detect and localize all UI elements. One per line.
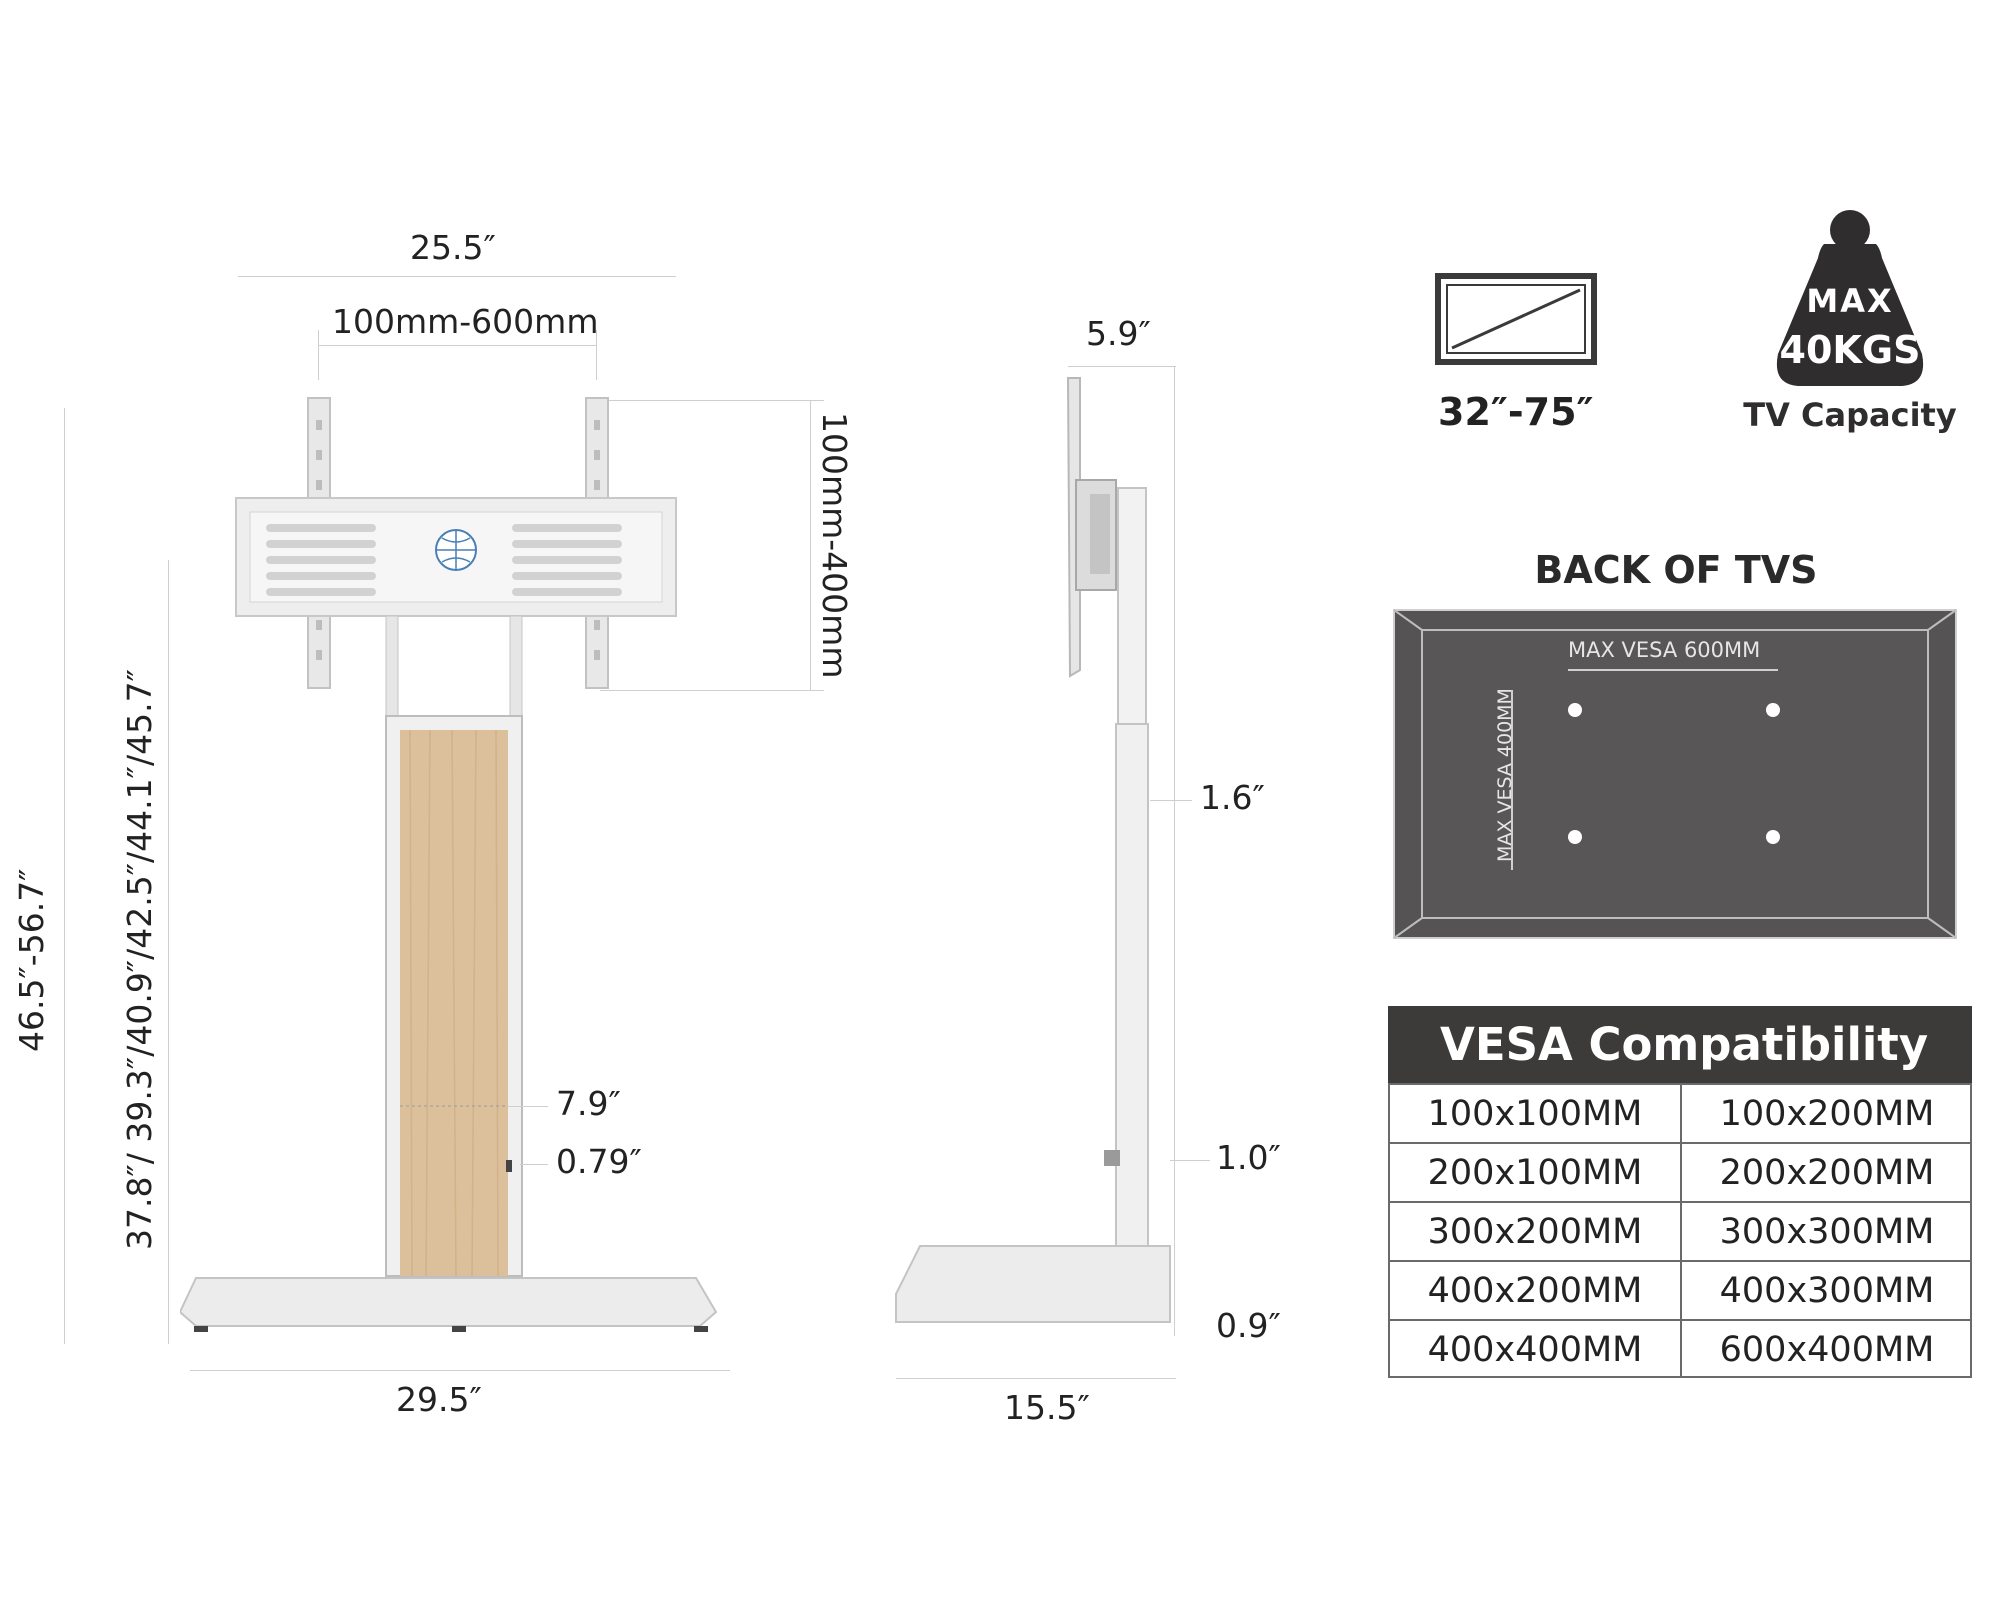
pole-dim-label: 1.6″ bbox=[1200, 778, 1265, 817]
vesa-cell: 600x400MM bbox=[1719, 1330, 1935, 1370]
vesa-cell: 300x200MM bbox=[1390, 1203, 1680, 1262]
vesa-vertical-line bbox=[810, 400, 811, 690]
capacity-label: TV Capacity bbox=[1743, 396, 1957, 434]
vesa-hole-bottom-left bbox=[1568, 830, 1582, 844]
bracket-depth-label: 5.9″ bbox=[1086, 314, 1151, 353]
base-depth-line bbox=[896, 1378, 1176, 1379]
tv-screen-icon bbox=[1435, 273, 1597, 365]
side-stand-drawing bbox=[895, 377, 1171, 1323]
vesa-horizontal-label: 100mm-600mm bbox=[332, 302, 599, 341]
vesa-cell: 100x100MM bbox=[1390, 1085, 1680, 1144]
vesa-cell: 400x400MM bbox=[1427, 1330, 1643, 1370]
vesa-horizontal-line bbox=[318, 345, 596, 346]
base-depth-label: 15.5″ bbox=[1004, 1388, 1090, 1427]
side-bracket bbox=[1066, 377, 1081, 678]
weight-icon bbox=[1776, 210, 1924, 386]
vesa-cell: 300x300MM bbox=[1682, 1203, 1972, 1262]
screen-size-label: 32″-75″ bbox=[1438, 390, 1594, 434]
vesa-vertical-label: 100mm-400mm bbox=[815, 412, 854, 679]
total-height-label: 46.5″-56.7″ bbox=[12, 868, 51, 1052]
vesa-compatibility-title: VESA Compatibility bbox=[1388, 1006, 1972, 1083]
tv-back-panel bbox=[1393, 609, 1957, 939]
vesa-cell: 200x200MM bbox=[1682, 1144, 1972, 1203]
max-vesa-vertical: MAX VESA 400MM bbox=[1494, 688, 1516, 862]
front-stand-drawing bbox=[180, 397, 718, 1332]
column-heights-line bbox=[168, 560, 169, 1344]
lower-dim-label: 1.0″ bbox=[1216, 1138, 1281, 1177]
vesa-cell: 400x200MM bbox=[1390, 1262, 1680, 1321]
base-height-label: 0.9″ bbox=[1216, 1306, 1281, 1345]
side-lower-column bbox=[1115, 723, 1149, 1270]
weight-line1: MAX bbox=[1806, 282, 1894, 320]
vesa-hole-top-left bbox=[1568, 703, 1582, 717]
weight-line2: 40KGS bbox=[1779, 328, 1921, 372]
gap-dim-label: 0.79″ bbox=[556, 1142, 642, 1181]
max-vesa-horizontal: MAX VESA 600MM bbox=[1568, 638, 1761, 662]
front-width-top-line bbox=[238, 276, 676, 277]
side-base bbox=[895, 1245, 1171, 1323]
vesa-cell: 100x200MM bbox=[1682, 1085, 1972, 1144]
vesa-hole-bottom-right bbox=[1766, 830, 1780, 844]
total-height-line bbox=[64, 408, 65, 1344]
step-dim-label: 7.9″ bbox=[556, 1084, 621, 1123]
base-width-line bbox=[190, 1370, 730, 1371]
front-base bbox=[180, 1277, 718, 1327]
vesa-cell: 400x300MM bbox=[1682, 1262, 1972, 1321]
vesa-hole-top-right bbox=[1766, 703, 1780, 717]
vesa-cell: 200x100MM bbox=[1390, 1144, 1680, 1203]
column-heights-label: 37.8″/ 39.3″/40.9″/42.5″/44.1″/45.7″ bbox=[120, 669, 159, 1250]
front-width-top-label: 25.5″ bbox=[410, 228, 496, 267]
base-width-label: 29.5″ bbox=[396, 1380, 482, 1419]
back-of-tvs-title: BACK OF TVS bbox=[1534, 548, 1818, 592]
vesa-table: 100x100MM 100x200MM 200x100MM 200x200MM … bbox=[1388, 1083, 1972, 1378]
